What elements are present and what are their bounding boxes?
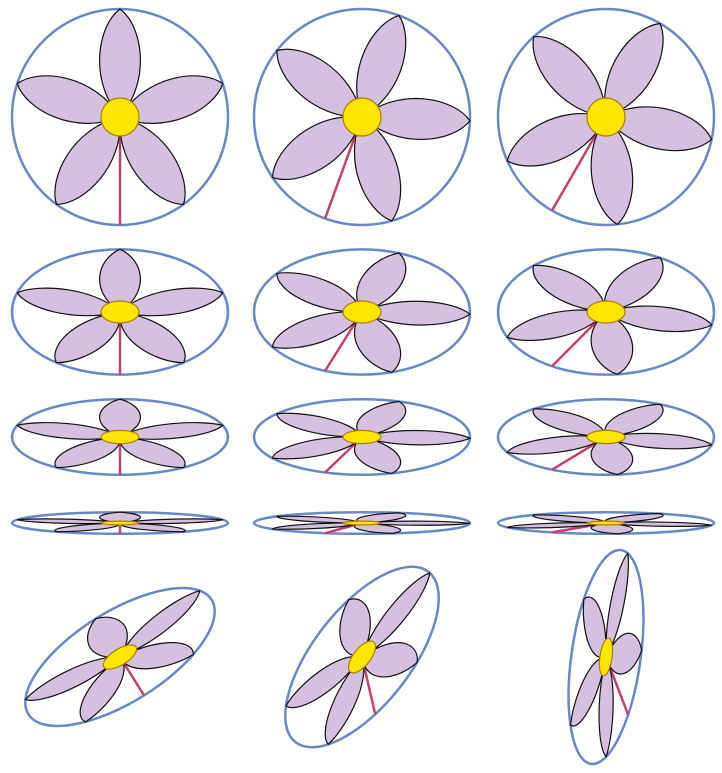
flower-4-1 (11, 512, 229, 534)
flower-center (101, 98, 139, 136)
flower-center (587, 98, 625, 136)
flower-4-3 (498, 512, 716, 534)
flower-3-2 (254, 399, 471, 475)
flower-1-2 (254, 9, 471, 227)
flower-2-3 (498, 249, 716, 375)
flower-1-1 (11, 9, 229, 225)
flower-center (343, 98, 381, 136)
flower-center (343, 430, 381, 443)
flower-center (587, 521, 625, 525)
flower-3-1 (11, 399, 229, 475)
flower-2-1 (11, 249, 229, 374)
flower-center (101, 301, 139, 323)
flower-center (587, 430, 625, 443)
flower-3-3 (498, 399, 716, 475)
flower-center (101, 521, 139, 525)
flower-center (343, 301, 381, 323)
flower-1-3 (498, 9, 716, 227)
flower-center (343, 521, 381, 525)
flower-5-3 (557, 543, 656, 768)
flower-4-2 (254, 512, 471, 534)
flower-center (101, 430, 139, 443)
flower-5-1 (4, 561, 237, 753)
flower-2-2 (254, 249, 471, 375)
flower-center (587, 301, 625, 323)
flower-5-2 (257, 541, 468, 772)
